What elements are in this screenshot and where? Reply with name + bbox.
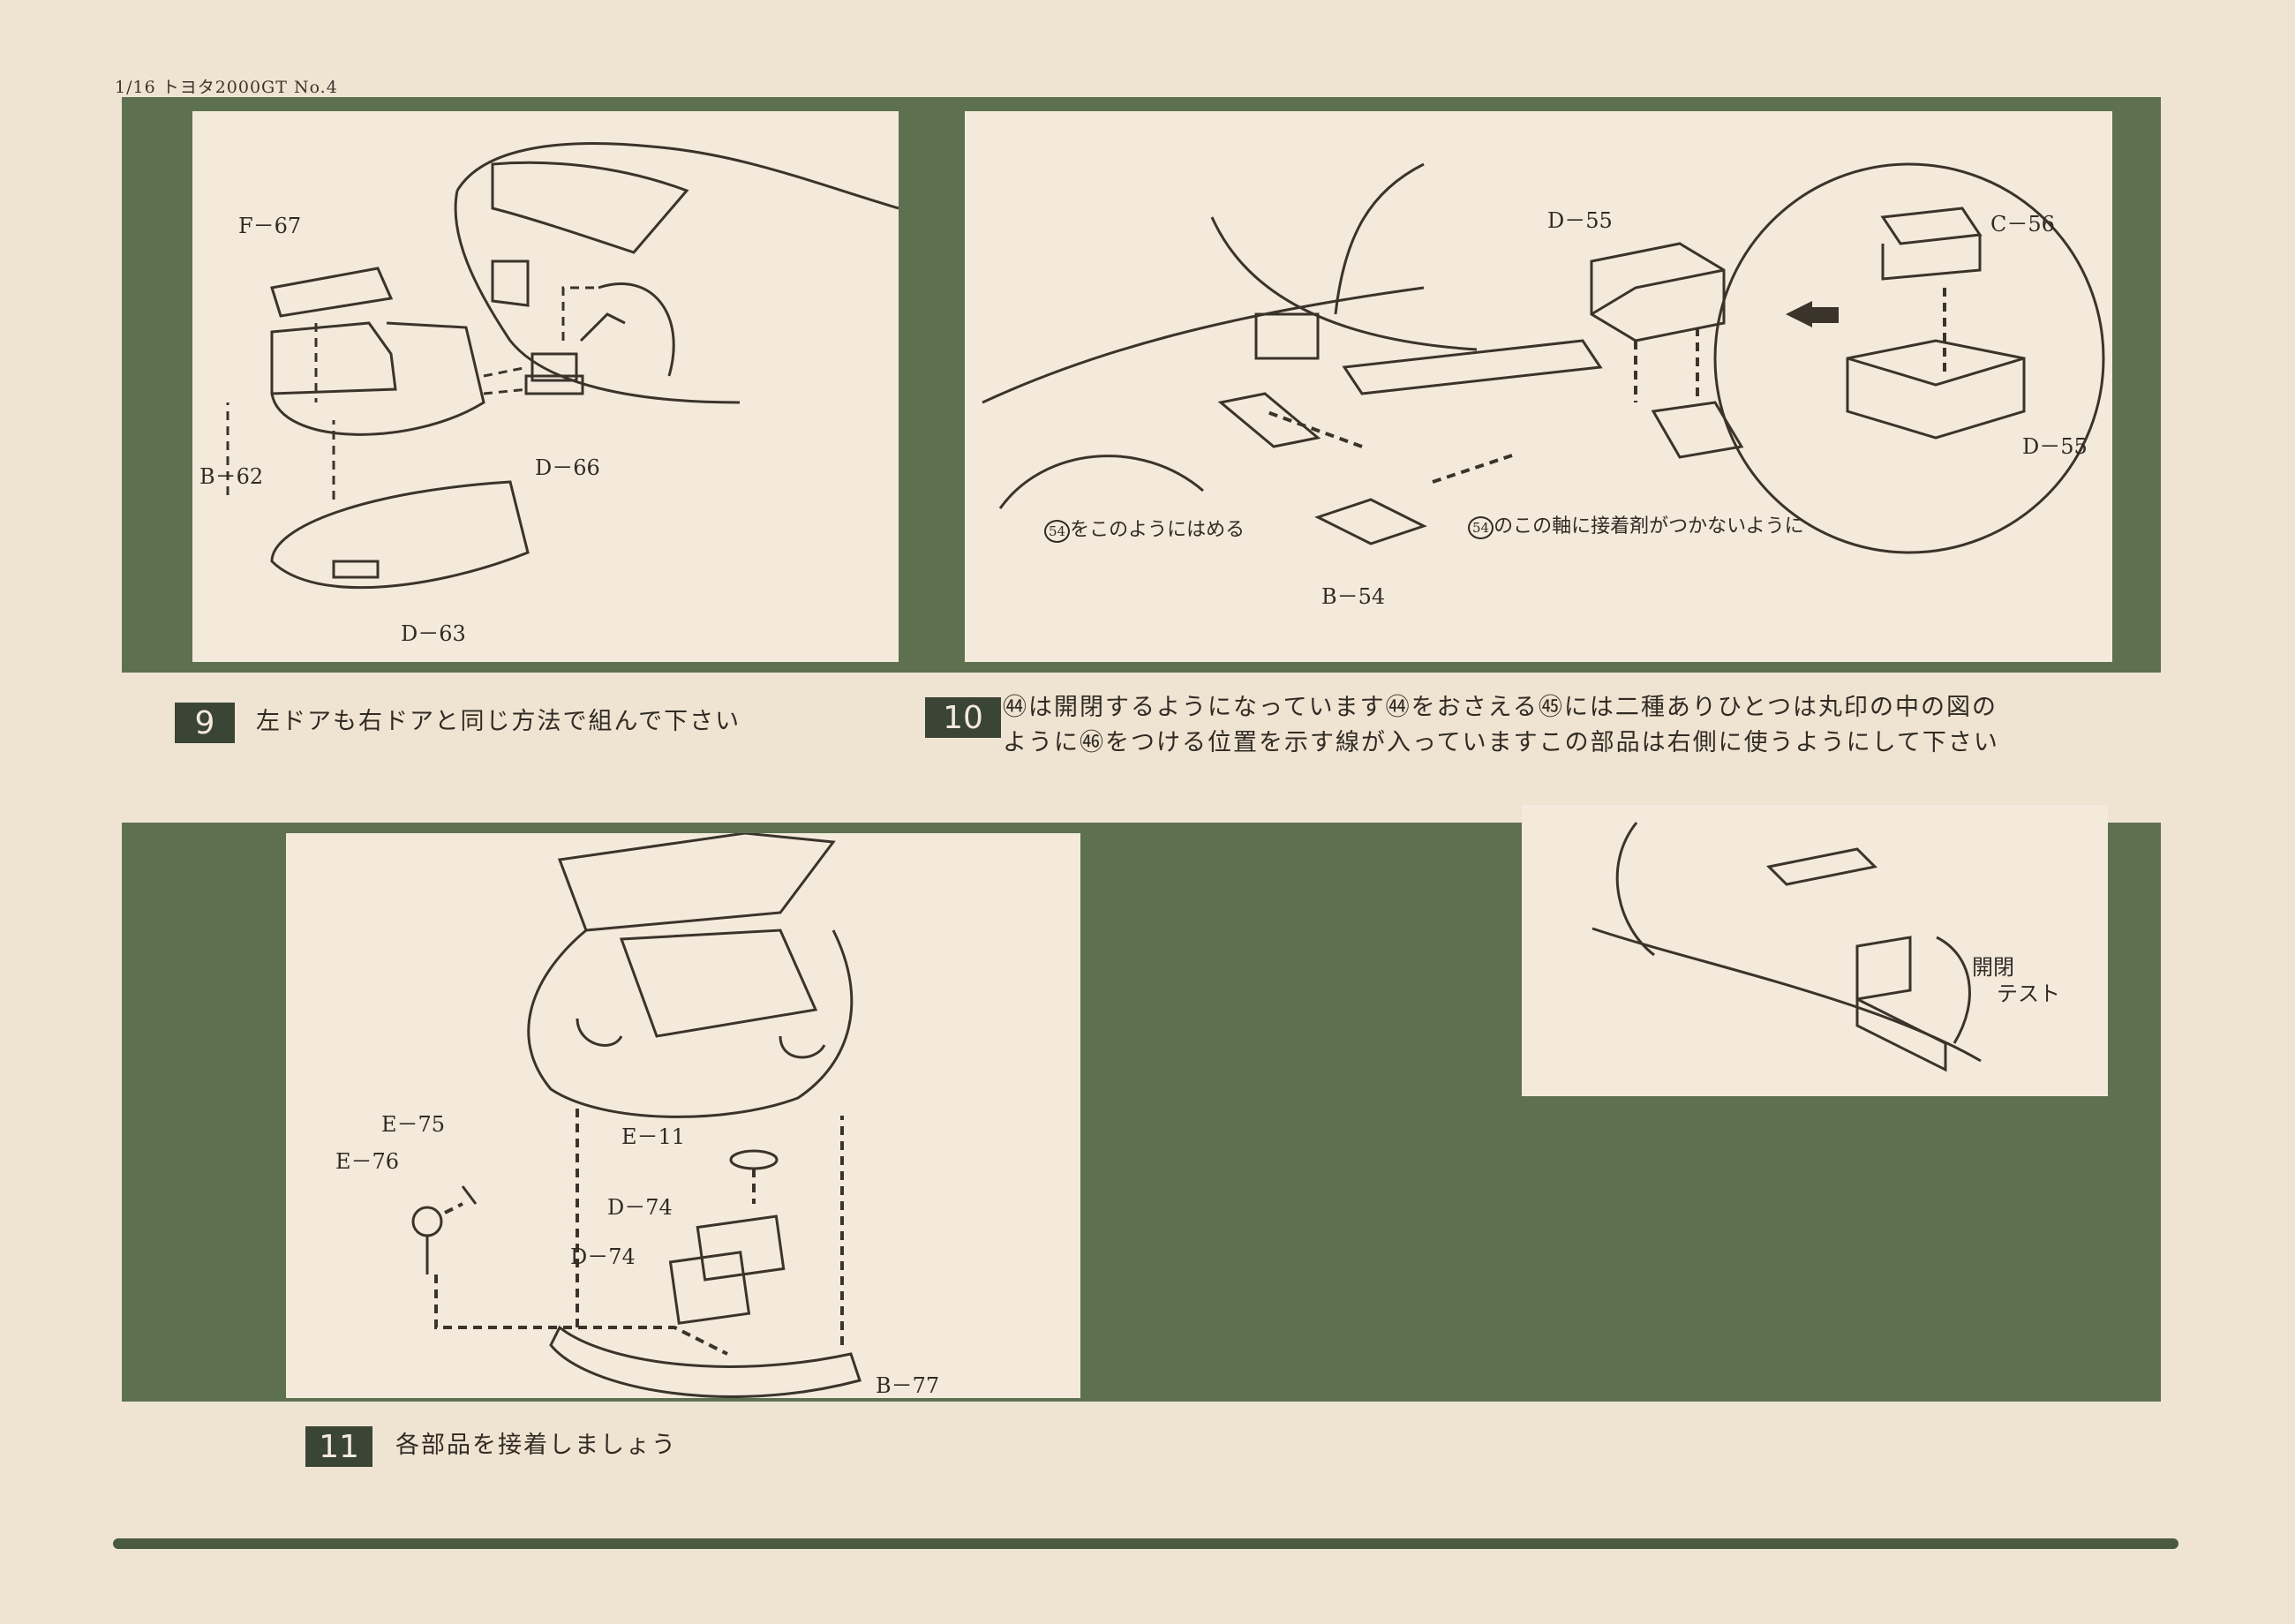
label-d74-a: D－74 bbox=[607, 1195, 673, 1220]
label-e11: E－11 bbox=[621, 1124, 686, 1149]
step9-illustration: F－67 B－62 D－66 D－63 bbox=[192, 111, 899, 662]
front-assembly-drawing bbox=[411, 833, 862, 1398]
open-close-test-drawing bbox=[1591, 822, 1982, 1072]
step10-inset: 開閉 テスト bbox=[1522, 805, 2108, 1096]
note-glue-text: のこの軸に接着剤がつかないように bbox=[1494, 515, 1804, 538]
fuel-lid-drawing bbox=[982, 162, 2105, 554]
step11-illustration: E－75 E－76 E－11 D－74 D－74 B－77 bbox=[286, 833, 1080, 1398]
step9-instruction: 左ドアも右ドアと同じ方法で組んで下さい bbox=[256, 708, 741, 735]
label-e75: E－75 bbox=[381, 1112, 446, 1137]
label-b77: B－77 bbox=[876, 1373, 940, 1398]
note-fit-text: をこのようにはめる bbox=[1070, 519, 1245, 541]
label-d66: D－66 bbox=[535, 455, 600, 480]
inset-label-open: 開閉 bbox=[1972, 955, 2014, 980]
step11-instruction: 各部品を接着しましょう bbox=[395, 1432, 677, 1459]
page-header: 1/16 トヨタ2000GT No.4 bbox=[115, 78, 338, 97]
label-e76: E－76 bbox=[335, 1149, 400, 1174]
label-f67: F－67 bbox=[238, 214, 302, 238]
circled-54: 54 bbox=[1044, 520, 1071, 543]
inset-label-test: テスト bbox=[1997, 981, 2060, 1006]
label-d74-b: D－74 bbox=[570, 1244, 636, 1269]
label-c56: C－56 bbox=[1990, 212, 2055, 237]
step10-instruction-line2: ように㊻をつける位置を示す線が入っていますこの部品は右側に使うようにして下さい bbox=[1003, 729, 1999, 756]
step10-instruction-line1: ㊹は開閉するようになっています㊹をおさえる㊺には二種ありひとつは丸印の中の図の bbox=[1003, 694, 1998, 721]
label-b62: B－62 bbox=[199, 464, 264, 489]
step10-badge: 10 bbox=[925, 697, 1001, 738]
footer-rule bbox=[113, 1538, 2178, 1549]
step11-badge: 11 bbox=[305, 1426, 372, 1467]
label-b54: B－54 bbox=[1321, 584, 1386, 609]
label-d55-top: D－55 bbox=[1547, 208, 1613, 233]
label-d63: D－63 bbox=[401, 621, 466, 646]
step9-badge: 9 bbox=[175, 703, 235, 743]
door-assembly-drawing bbox=[226, 142, 899, 590]
label-d55-circle: D－55 bbox=[2022, 434, 2088, 459]
circled-54-b: 54 bbox=[1468, 516, 1494, 539]
